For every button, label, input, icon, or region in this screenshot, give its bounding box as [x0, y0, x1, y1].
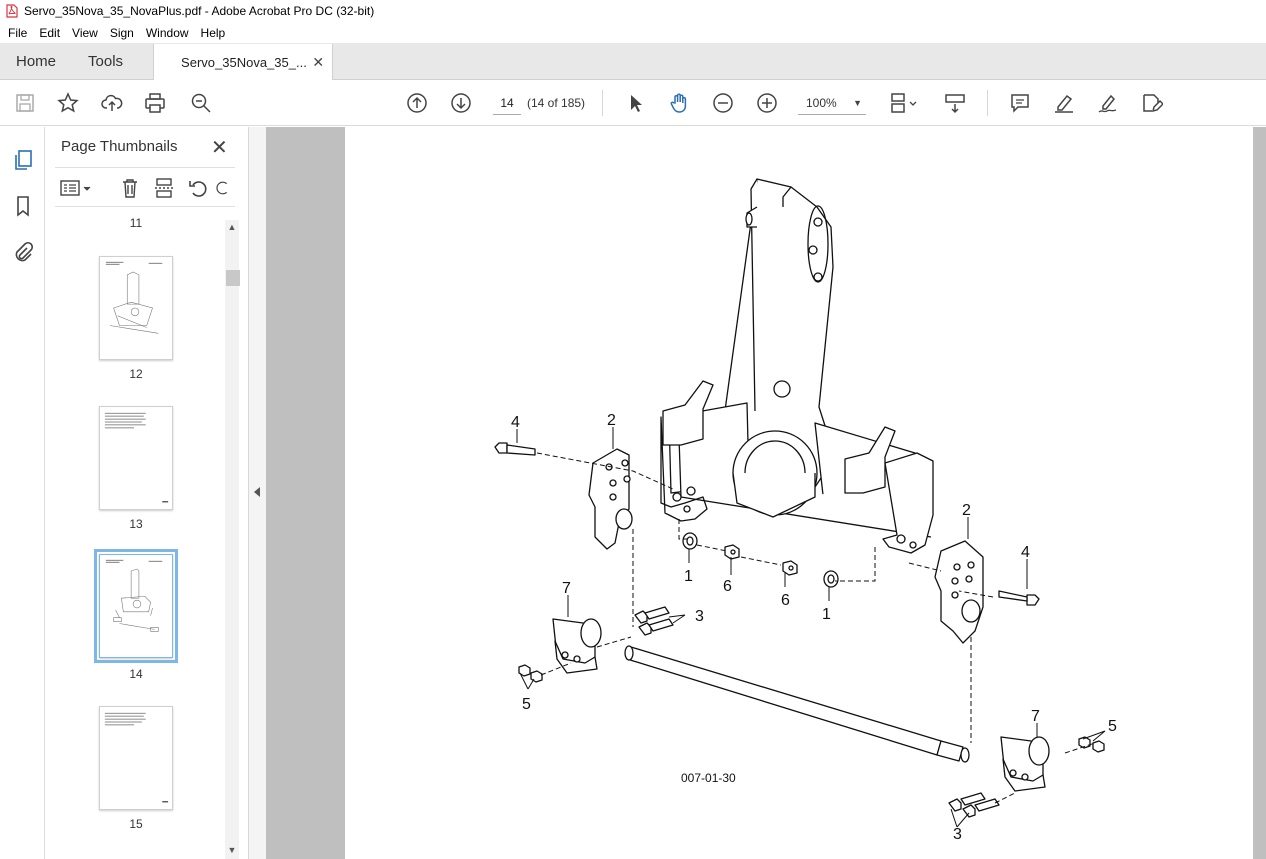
thumbnail-label: 13 — [129, 517, 143, 531]
thumbnail-label: 12 — [129, 367, 143, 381]
menu-view[interactable]: View — [72, 25, 98, 40]
menu-edit[interactable]: Edit — [39, 25, 61, 40]
tab-tools[interactable]: Tools — [88, 52, 124, 70]
menu-file[interactable]: File — [8, 25, 28, 40]
thumbnail-preview — [104, 712, 169, 803]
chevron-down-icon: ▼ — [853, 97, 862, 108]
print-icon[interactable] — [141, 89, 169, 117]
hand-tool-icon[interactable] — [665, 89, 693, 117]
callout: 5 — [1108, 718, 1117, 735]
thumbnail-label: 15 — [129, 817, 143, 831]
drawing-code: 007-01-30 — [681, 771, 736, 785]
thumbnail-options-icon[interactable] — [59, 177, 93, 199]
thumbnail-page-13[interactable] — [99, 406, 173, 510]
draw-sign-icon[interactable] — [1094, 89, 1122, 117]
page-thumbnails-panel: Page Thumbnails ✕ 11 12 13 — [45, 127, 248, 859]
bookmark-icon[interactable] — [10, 193, 36, 219]
close-tab-icon[interactable]: ✕ — [312, 53, 325, 70]
collapse-arrow-icon — [254, 487, 260, 497]
previous-page-icon[interactable] — [403, 89, 431, 117]
save-icon[interactable] — [11, 89, 39, 117]
document-viewer[interactable]: 4 2 1 6 6 1 2 4 7 3 5 7 5 3 007-01-30 — [266, 127, 1266, 859]
thumbnail-page-14[interactable] — [94, 549, 178, 663]
page-number-input[interactable] — [493, 91, 521, 115]
trash-icon[interactable] — [119, 177, 141, 199]
rotate-right-icon[interactable] — [215, 177, 231, 199]
zoom-out-icon[interactable] — [709, 89, 737, 117]
callout: 4 — [511, 414, 520, 431]
thumbnail-preview — [105, 559, 163, 632]
callout: 1 — [684, 568, 693, 585]
scroll-up-icon[interactable]: ▲ — [227, 222, 237, 232]
page-layout-icon[interactable] — [885, 89, 921, 117]
window-title: Servo_35Nova_35_NovaPlus.pdf - Adobe Acr… — [24, 4, 375, 18]
scroll-down-icon[interactable]: ▼ — [227, 845, 237, 855]
callout: 3 — [953, 826, 962, 843]
menu-help[interactable]: Help — [200, 25, 226, 40]
main-toolbar: (14 of 185) 100% ▼ — [0, 80, 1266, 126]
zoom-search-icon[interactable] — [187, 89, 215, 117]
thumbnail-scrollbar[interactable]: ▲ ▼ — [225, 220, 240, 859]
callout: 7 — [562, 580, 571, 597]
attachment-icon[interactable] — [10, 239, 36, 265]
callout: 6 — [781, 592, 790, 609]
thumbnail-page-12[interactable] — [99, 256, 173, 360]
callout: 7 — [1031, 708, 1040, 725]
scrollbar-thumb[interactable] — [226, 270, 240, 286]
star-icon[interactable] — [54, 89, 82, 117]
toolbar-separator — [987, 90, 988, 116]
scroll-mode-icon[interactable] — [941, 89, 969, 117]
callout: 6 — [723, 578, 732, 595]
thumbnail-tools — [55, 167, 235, 207]
tab-document[interactable]: Servo_35Nova_35_... ✕ — [153, 44, 334, 80]
thumbnail-preview — [104, 412, 169, 503]
tab-bar: Home Tools Servo_35Nova_35_... ✕ — [0, 43, 1266, 80]
title-bar: Servo_35Nova_35_NovaPlus.pdf - Adobe Acr… — [0, 0, 1266, 22]
zoom-value: 100% — [806, 95, 837, 110]
menu-sign[interactable]: Sign — [109, 25, 134, 40]
thumbnail-page-15[interactable] — [99, 706, 173, 810]
menu-window[interactable]: Window — [145, 25, 189, 40]
tab-home[interactable]: Home — [16, 52, 57, 70]
thumbnail-label: 14 — [129, 667, 143, 681]
callout: 2 — [962, 502, 971, 519]
panel-title: Page Thumbnails — [61, 138, 178, 155]
close-panel-icon[interactable]: ✕ — [211, 137, 228, 159]
page-thumbnails-icon[interactable] — [10, 147, 36, 173]
callout: 3 — [695, 608, 704, 625]
exploded-parts-diagram: 4 2 1 6 6 1 2 4 7 3 5 7 5 3 007-01-30 — [494, 178, 1117, 843]
callout: 5 — [522, 696, 531, 713]
callout: 2 — [607, 412, 616, 429]
insert-page-icon[interactable] — [153, 177, 175, 199]
upload-cloud-icon[interactable] — [98, 89, 126, 117]
comment-icon[interactable] — [1006, 89, 1034, 117]
rotate-left-icon[interactable] — [187, 177, 209, 199]
collapse-panel-handle[interactable] — [248, 127, 266, 859]
callout-labels: 4 2 1 6 6 1 2 4 7 3 5 7 5 3 — [511, 412, 1117, 843]
zoom-in-icon[interactable] — [753, 89, 781, 117]
thumbnail-label: 11 — [129, 216, 143, 230]
fill-sign-icon[interactable] — [1138, 89, 1166, 117]
acrobat-icon — [6, 4, 18, 18]
menu-bar: File Edit View Sign Window Help — [0, 22, 1266, 43]
next-page-icon[interactable] — [447, 89, 475, 117]
thumbnail-preview — [105, 261, 163, 334]
callout: 4 — [1021, 544, 1030, 561]
highlight-pen-icon[interactable] — [1050, 89, 1078, 117]
zoom-select[interactable]: 100% ▼ — [798, 91, 866, 115]
select-cursor-icon[interactable] — [621, 89, 649, 117]
left-rail — [0, 127, 45, 859]
callout: 1 — [822, 606, 831, 623]
toolbar-separator — [602, 90, 603, 116]
document-tab-label: Servo_35Nova_35_... — [181, 54, 307, 70]
page-count: (14 of 185) — [527, 96, 586, 110]
pdf-page: 4 2 1 6 6 1 2 4 7 3 5 7 5 3 007-01-30 — [345, 127, 1253, 859]
